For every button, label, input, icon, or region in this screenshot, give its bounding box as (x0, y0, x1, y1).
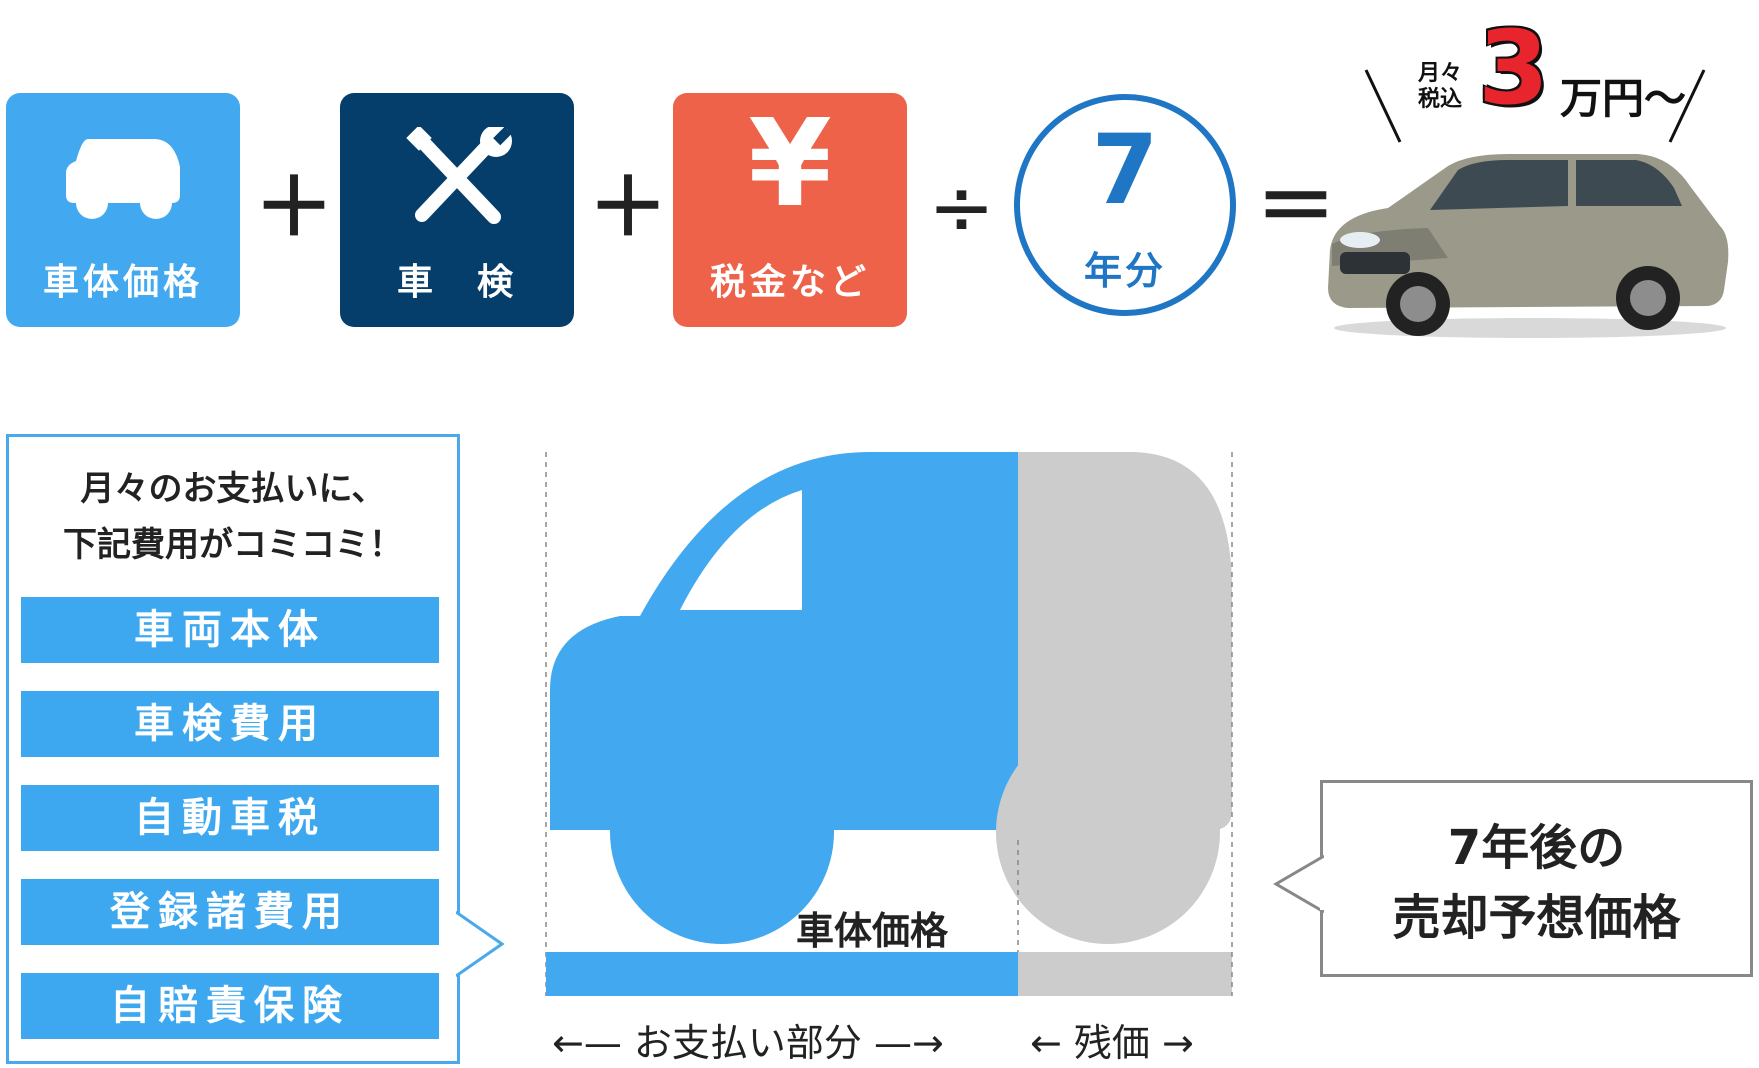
car-body-price-label: 車体価格 (796, 909, 949, 953)
divide-operator: ÷ (928, 161, 996, 254)
included-item-vehicle: 車両本体 (21, 597, 439, 663)
price-prefix-line2: 税込 (1418, 87, 1463, 112)
residual-value-label: ← 残価 → (1030, 1021, 1194, 1065)
price-unit: 万円〜 (1560, 74, 1687, 123)
included-item-registration: 登録諸費用 (21, 879, 439, 945)
equals-operator: ＝ (1256, 161, 1336, 254)
tile-inspection-label: 車 検 (396, 262, 517, 303)
resale-line2: 売却予想価格 (1392, 890, 1681, 946)
yen-icon: ¥ (748, 95, 832, 234)
included-item-car-tax: 自動車税 (21, 785, 439, 851)
included-item-inspection: 車検費用 (21, 691, 439, 757)
tile-body-price: 車体価格 (6, 93, 240, 327)
years-unit: 年分 (1083, 249, 1166, 293)
resale-value-box: 7年後の 売却予想価格 (1320, 780, 1753, 977)
tile-body-price-label: 車体価格 (42, 262, 203, 303)
included-item-insurance: 自賠責保険 (21, 973, 439, 1039)
resale-value-text: 7年後の 売却予想価格 (1323, 813, 1750, 953)
price-number: 3 (1478, 9, 1549, 128)
price-prefix-line1: 月々 (1418, 61, 1463, 86)
tools-icon (406, 127, 512, 224)
breakdown-car (545, 452, 1233, 996)
years-number: 7 (1091, 114, 1159, 226)
payment-part-label: ←— お支払い部分 —→ (552, 1021, 944, 1065)
plus-operator-1: ＋ (254, 161, 334, 254)
plus-operator-2: ＋ (588, 161, 668, 254)
tile-tax-label: 税金など (709, 262, 870, 303)
list-box-pointer (456, 910, 505, 978)
included-heading: 月々のお支払いに、 下記費用がコミコミ！ (9, 461, 457, 573)
emphasis-lines (1364, 69, 1706, 143)
car-icon (66, 139, 180, 219)
resale-box-pointer (1273, 854, 1324, 914)
suv-photo (1328, 154, 1729, 338)
included-costs-box: 月々のお支払いに、 下記費用がコミコミ！ 車両本体 車検費用 自動車税 登録諸費… (6, 434, 460, 1064)
resale-line1: 7年後の (1447, 820, 1626, 876)
years-circle: 7 年分 (1014, 94, 1236, 316)
tile-inspection: 車 検 (340, 93, 574, 327)
included-heading-line1: 月々のお支払いに、 (80, 469, 386, 509)
tile-tax: ¥ 税金など (673, 93, 907, 327)
included-heading-line2: 下記費用がコミコミ！ (63, 525, 403, 565)
